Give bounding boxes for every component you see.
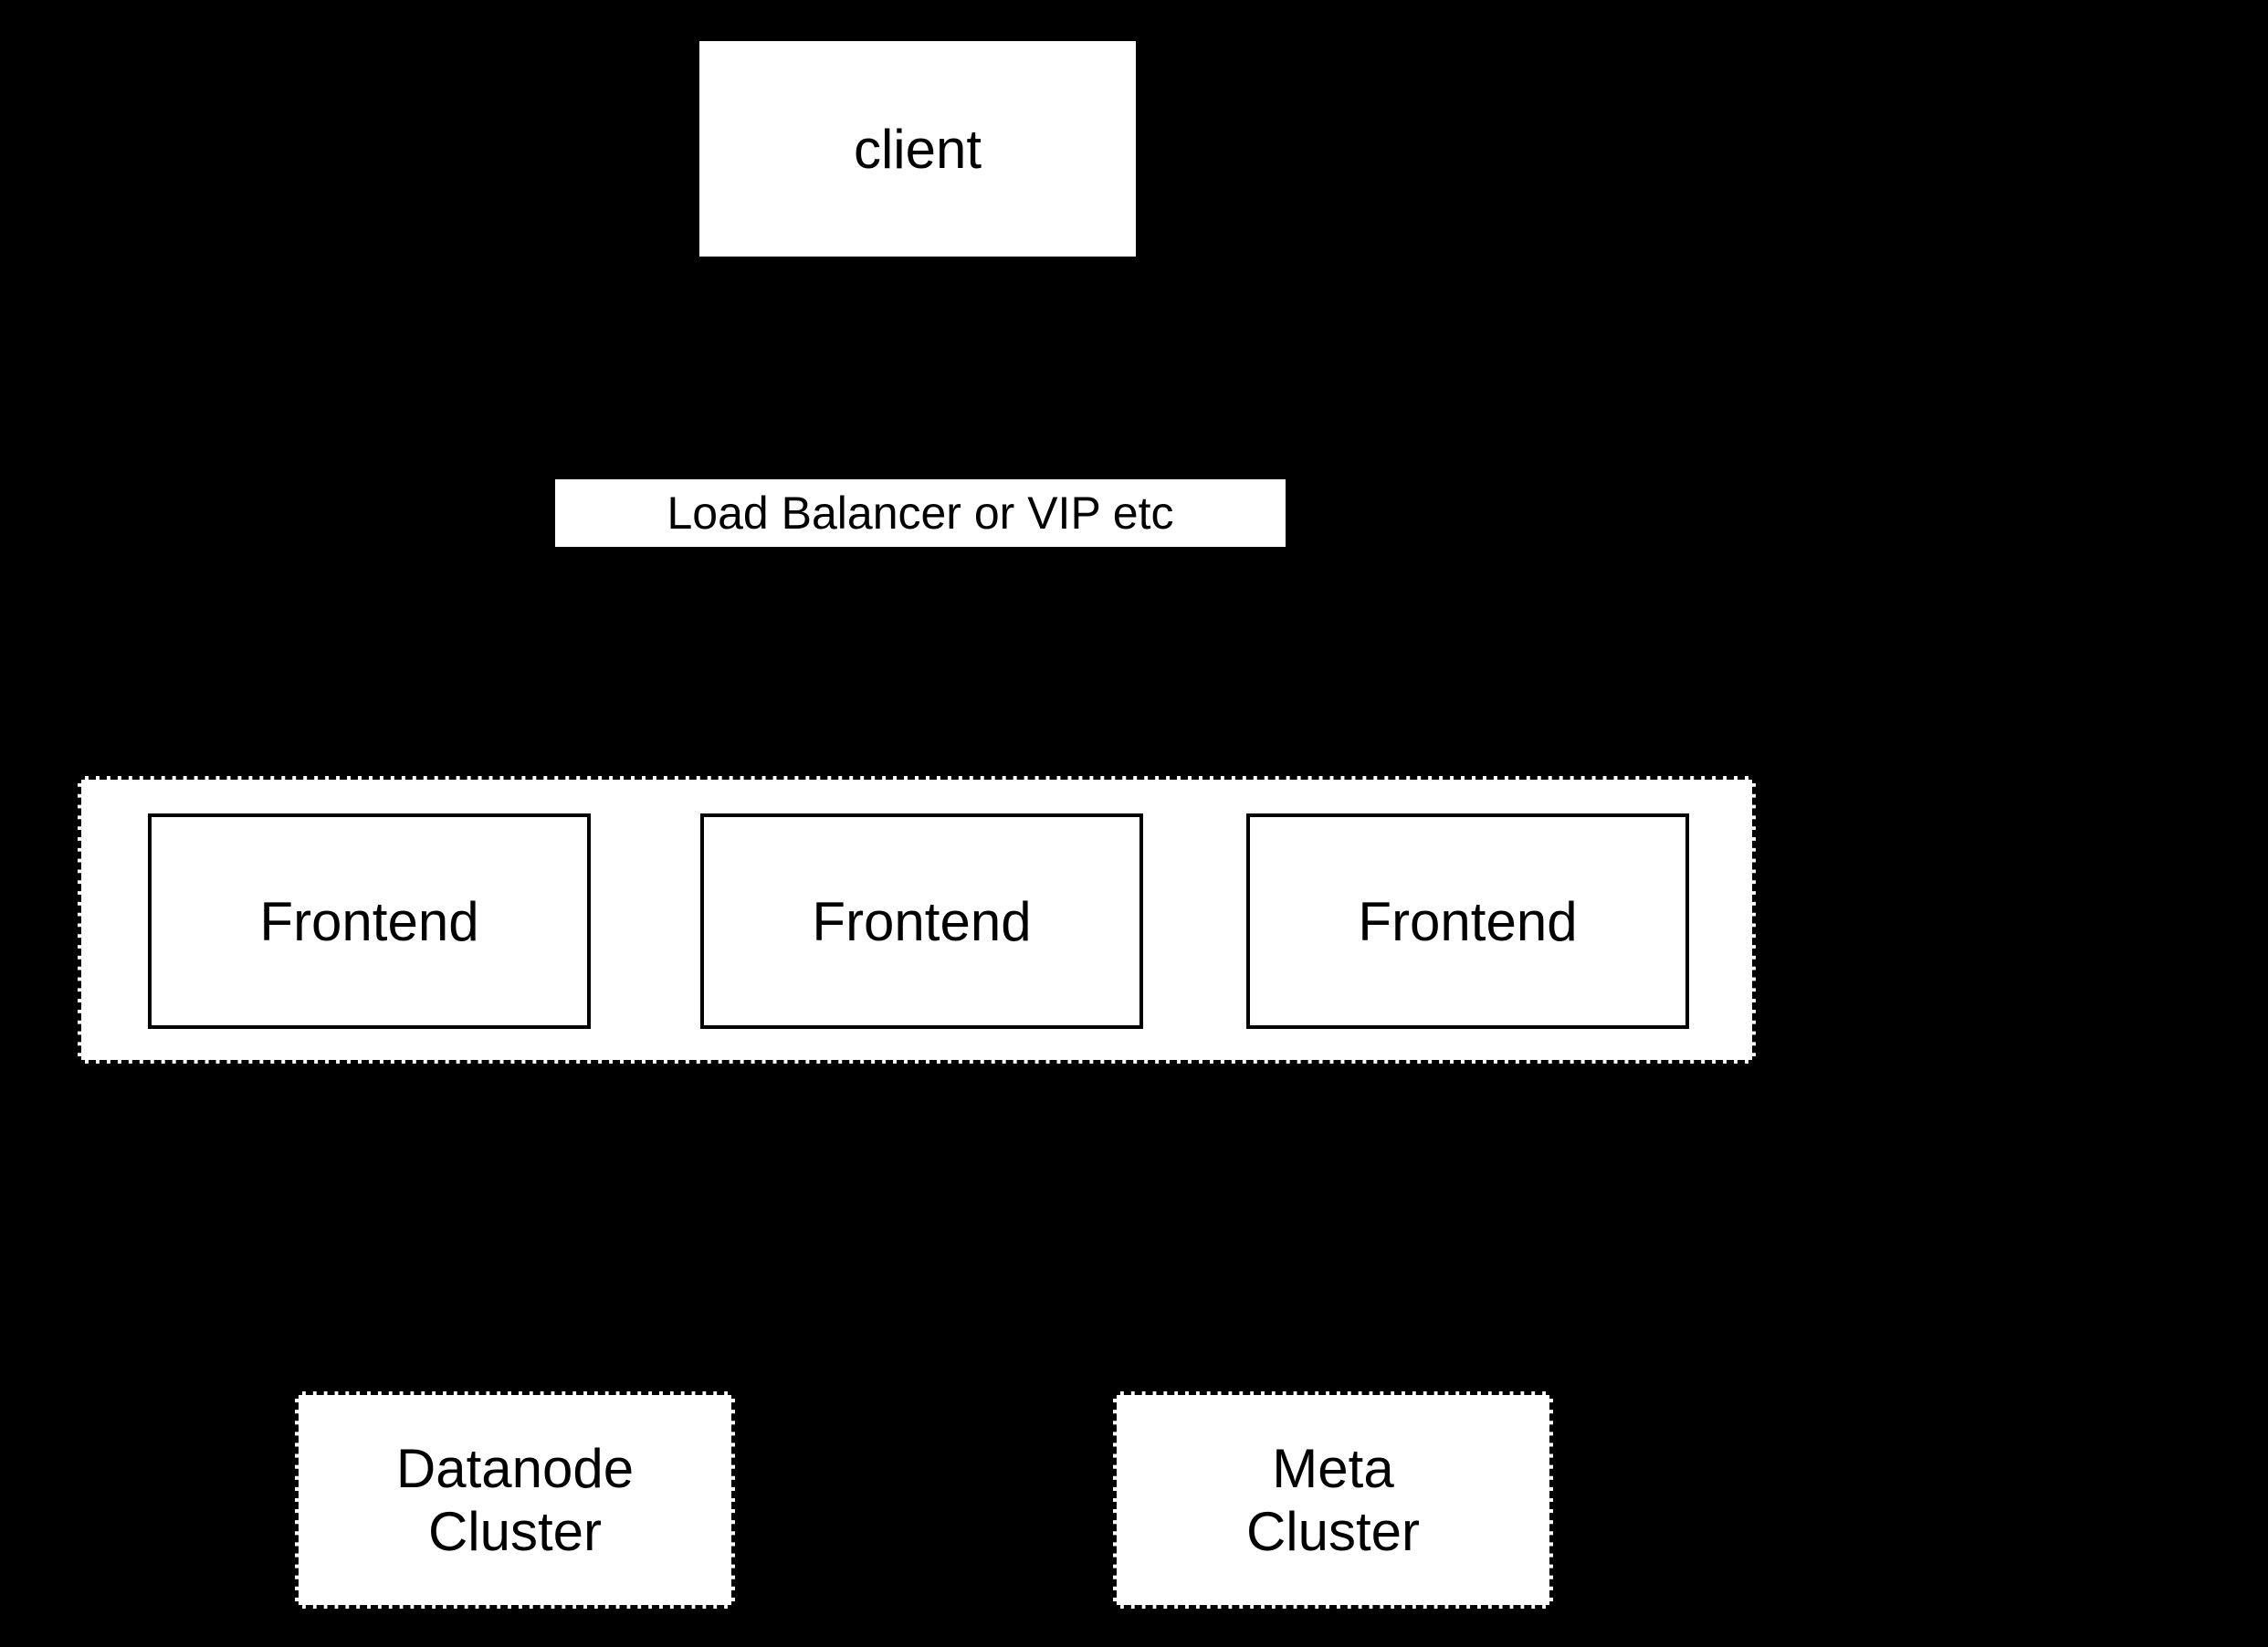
- frontend-label-1: Frontend: [259, 890, 479, 952]
- frontend-label-3: Frontend: [1358, 890, 1578, 952]
- client-label: client: [853, 118, 982, 180]
- datanode-cluster-node: Datanode Cluster: [295, 1391, 735, 1609]
- client-node: client: [699, 41, 1136, 257]
- frontend-node-3: Frontend: [1246, 813, 1689, 1029]
- frontend-group-container: Frontend Frontend Frontend: [78, 776, 1756, 1064]
- meta-cluster-node: Meta Cluster: [1113, 1391, 1553, 1609]
- frontend-node-1: Frontend: [148, 813, 591, 1029]
- load-balancer-node: Load Balancer or VIP etc: [555, 479, 1286, 547]
- datanode-cluster-label: Datanode Cluster: [395, 1438, 635, 1562]
- frontend-node-2: Frontend: [700, 813, 1143, 1029]
- frontend-label-2: Frontend: [812, 890, 1032, 952]
- load-balancer-label: Load Balancer or VIP etc: [667, 488, 1174, 539]
- meta-cluster-label: Meta Cluster: [1245, 1438, 1421, 1562]
